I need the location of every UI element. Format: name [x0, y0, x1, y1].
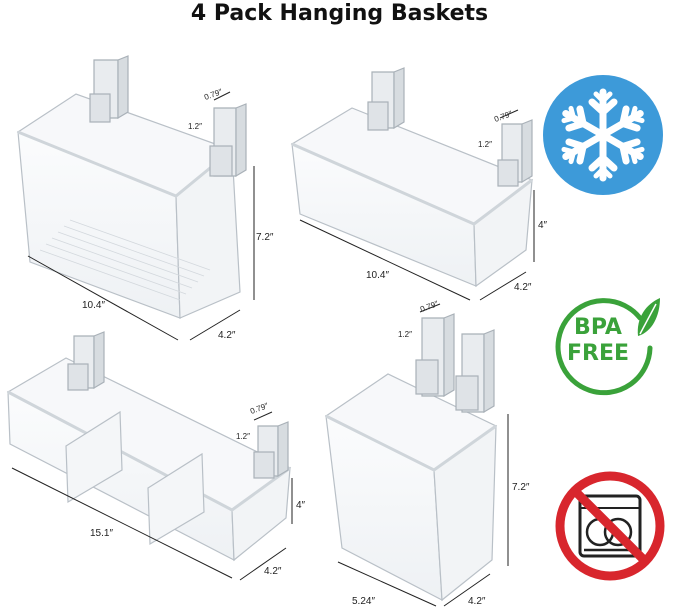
leaf-icon [637, 298, 660, 336]
basket4-height-label: 7.2″ [512, 482, 530, 493]
free-label: FREE [566, 341, 630, 366]
bpa-free-badge: BPA FREE [548, 296, 660, 396]
basket-tall-narrow [324, 313, 498, 602]
basket1-height-label: 7.2″ [256, 232, 274, 243]
basket2-width-label: 10.4″ [366, 270, 390, 281]
basket2-height-label: 4″ [538, 220, 548, 231]
basket4-width-label: 5.24″ [352, 596, 376, 607]
basket2-hook-drop-label: 1.2″ [478, 140, 492, 149]
basket-tall-wide [16, 55, 247, 319]
basket4-depth-label: 4.2″ [468, 596, 486, 607]
basket3-hook-drop-label: 1.2″ [236, 432, 250, 441]
dimension-lines-1 [27, 91, 255, 341]
dimension-lines-3 [11, 411, 293, 581]
basket1-hook-drop-label: 1.2″ [188, 122, 202, 131]
basket-divided [6, 331, 292, 562]
bpa-label: BPA [574, 315, 622, 340]
basket3-width-label: 15.1″ [90, 528, 114, 539]
snowflake-icon [543, 75, 663, 195]
no-dishwasher-icon [555, 471, 665, 581]
basket-short-wide [290, 67, 534, 288]
basket2-depth-label: 4.2″ [514, 282, 532, 293]
page-title: 4 Pack Hanging Baskets [190, 1, 489, 26]
basket4-hook-drop-label: 1.2″ [398, 330, 412, 339]
dimension-lines-4 [337, 303, 509, 607]
basket3-height-label: 4″ [296, 500, 306, 511]
bpa-ring-icon [555, 298, 660, 396]
basket3-depth-label: 4.2″ [264, 566, 282, 577]
basket1-width-label: 10.4″ [82, 300, 106, 311]
dimension-lines-2 [299, 109, 535, 301]
basket1-depth-label: 4.2″ [218, 330, 236, 341]
